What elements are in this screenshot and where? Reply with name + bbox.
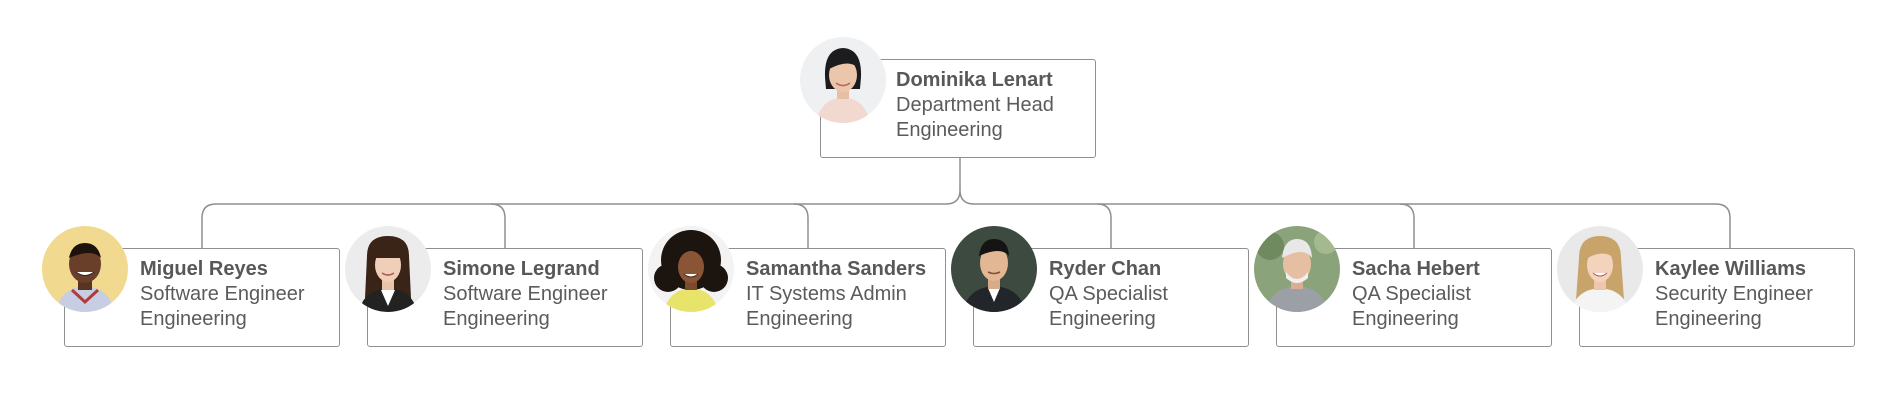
node-text: Simone Legrand Software Engineer Enginee…	[443, 257, 608, 332]
person-name: Simone Legrand	[443, 258, 600, 280]
node-text: Ryder Chan QA Specialist Engineering	[1049, 257, 1168, 332]
department: Engineering	[746, 308, 853, 330]
avatar-icon	[42, 226, 128, 312]
root-connector	[201, 158, 1731, 248]
branch-connector-3	[793, 203, 809, 248]
branch-connector-4	[1096, 203, 1112, 248]
person-name: Sacha Hebert	[1352, 258, 1480, 280]
job-title: Security Engineer	[1655, 283, 1813, 305]
avatar-icon	[345, 226, 431, 312]
job-title: IT Systems Admin	[746, 283, 907, 305]
avatar-icon	[648, 226, 734, 312]
avatar-icon	[800, 37, 886, 123]
job-title: Software Engineer	[443, 283, 608, 305]
department: Engineering	[1352, 308, 1459, 330]
node-text: Miguel Reyes Software Engineer Engineeri…	[140, 257, 305, 332]
person-name: Miguel Reyes	[140, 258, 268, 280]
person-name: Kaylee Williams	[1655, 258, 1807, 280]
job-title: QA Specialist	[1049, 283, 1168, 305]
department: Engineering	[896, 119, 1003, 141]
department: Engineering	[1049, 308, 1156, 330]
person-name: Dominika Lenart	[896, 69, 1053, 91]
avatar-icon	[1557, 226, 1643, 312]
department: Engineering	[140, 308, 247, 330]
person-name: Ryder Chan	[1049, 258, 1162, 280]
node-text: Samantha Sanders IT Systems Admin Engine…	[746, 257, 926, 332]
branch-connector-2	[490, 203, 506, 248]
node-text: Sacha Hebert QA Specialist Engineering	[1352, 257, 1480, 332]
department: Engineering	[443, 308, 550, 330]
avatar-icon	[1254, 226, 1340, 312]
branch-connector-5	[1399, 203, 1415, 248]
job-title: Department Head	[896, 94, 1054, 116]
person-name: Samantha Sanders	[746, 258, 927, 280]
job-title: Software Engineer	[140, 283, 305, 305]
node-text: Dominika Lenart Department Head Engineer…	[896, 68, 1054, 143]
node-text: Kaylee Williams Security Engineer Engine…	[1655, 257, 1813, 332]
job-title: QA Specialist	[1352, 283, 1471, 305]
department: Engineering	[1655, 308, 1762, 330]
avatar-icon	[951, 226, 1037, 312]
